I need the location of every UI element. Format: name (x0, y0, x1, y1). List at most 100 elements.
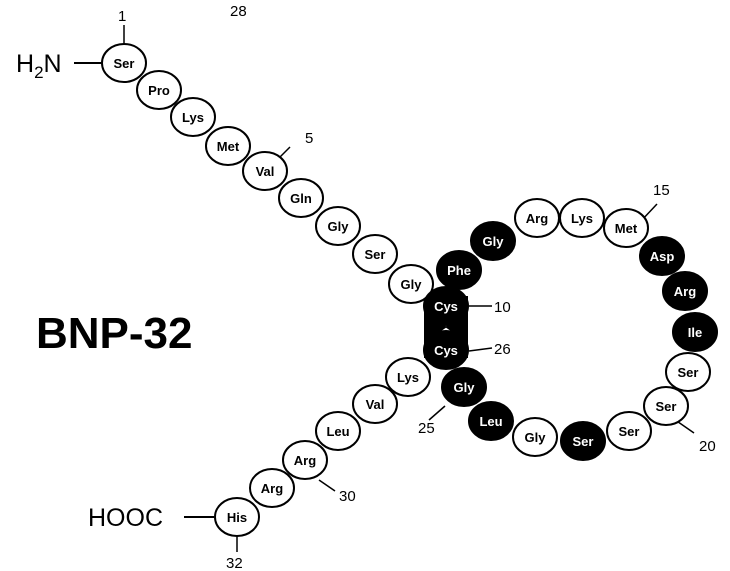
residue-2-pro: Pro (136, 70, 182, 110)
residue-19-ser: Ser (665, 352, 711, 392)
residue-10-cys: Cys (423, 286, 469, 326)
residue-circle (560, 421, 606, 461)
residue-circle (278, 178, 324, 218)
residue-label: Ile (688, 325, 702, 340)
diagram-title: BNP-32 (36, 309, 193, 358)
residue-label: Pro (148, 83, 170, 98)
residue-14-lys: Lys (559, 198, 605, 238)
residue-28-val: Val (352, 384, 398, 424)
residue-11-phe: Phe (436, 250, 482, 290)
residue-16-asp: Asp (639, 236, 685, 276)
residue-label: Met (615, 221, 638, 236)
position-label-26: 26 (494, 341, 511, 358)
residue-circle (352, 384, 398, 424)
residue-5-val: Val (242, 151, 288, 191)
residue-label: Val (366, 397, 385, 412)
residue-circle (436, 250, 482, 290)
residue-3-lys: Lys (170, 97, 216, 137)
residue-29-leu: Leu (315, 411, 361, 451)
residue-9-gly: Gly (388, 264, 434, 304)
residue-circle (603, 208, 649, 248)
residue-label: Ser (114, 56, 135, 71)
residue-circle (385, 357, 431, 397)
residue-circle (388, 264, 434, 304)
residue-circle (662, 271, 708, 311)
residue-label: Gly (454, 380, 476, 395)
position-label-30: 30 (339, 488, 356, 505)
residue-circle (468, 401, 514, 441)
residue-label: Cys (434, 343, 458, 358)
residue-32-his: His (214, 497, 260, 537)
residue-label: Ser (619, 424, 640, 439)
residue-circle (315, 411, 361, 451)
residue-label: Ser (656, 399, 677, 414)
residue-22-ser: Ser (560, 421, 606, 461)
residue-circle (672, 312, 718, 352)
residue-18-ile: Ile (672, 312, 718, 352)
residue-1-ser: Ser (101, 43, 147, 83)
residue-label: Cys (434, 299, 458, 314)
residue-circle (282, 440, 328, 480)
residue-circle (470, 221, 516, 261)
residue-12-gly: Gly (470, 221, 516, 261)
residue-label: Ser (573, 434, 594, 449)
residue-label: Gly (401, 277, 423, 292)
residue-label: Lys (571, 211, 593, 226)
position-number-labels: 1 5 10 15 20 25 26 30 32 (118, 8, 716, 571)
stray-number-label: 28 (230, 3, 247, 20)
residue-13-arg: Arg (514, 198, 560, 238)
residue-label: Leu (326, 424, 349, 439)
residue-circle (423, 330, 469, 370)
residue-4-met: Met (205, 126, 251, 166)
n-terminus-label: H2N (16, 50, 62, 82)
residue-7-gly: Gly (315, 206, 361, 246)
residue-circle (352, 234, 398, 274)
residue-circle (423, 286, 469, 326)
residue-label: Ser (678, 365, 699, 380)
residue-label: Phe (447, 263, 471, 278)
residue-label: Gln (290, 191, 312, 206)
residue-circle (242, 151, 288, 191)
residue-circle (665, 352, 711, 392)
position-label-32: 32 (226, 555, 243, 571)
residue-circle (205, 126, 251, 166)
residue-label: Leu (479, 414, 502, 429)
residue-30-arg: Arg (282, 440, 328, 480)
residue-circle (606, 411, 652, 451)
residue-label: Asp (650, 249, 675, 264)
residue-circle (249, 468, 295, 508)
residue-24-leu: Leu (468, 401, 514, 441)
residue-label: Arg (674, 284, 696, 299)
residue-circle (639, 236, 685, 276)
residue-17-arg: Arg (662, 271, 708, 311)
residue-20-ser: Ser (643, 386, 689, 426)
position-label-20: 20 (699, 438, 716, 455)
position-label-10: 10 (494, 299, 511, 316)
residue-circle (315, 206, 361, 246)
residue-21-ser: Ser (606, 411, 652, 451)
residue-label: Gly (525, 430, 547, 445)
residue-label: Val (256, 164, 275, 179)
position-label-15: 15 (653, 182, 670, 199)
residue-15-met: Met (603, 208, 649, 248)
residue-25-gly: Gly (441, 367, 487, 407)
residue-circle (101, 43, 147, 83)
position-label-25: 25 (418, 420, 435, 437)
residue-circle (441, 367, 487, 407)
residue-circle (136, 70, 182, 110)
residue-circle (559, 198, 605, 238)
residue-circle (170, 97, 216, 137)
residue-6-gln: Gln (278, 178, 324, 218)
residue-label: Arg (261, 481, 283, 496)
residue-label: His (227, 510, 247, 525)
residue-label: Gly (328, 219, 350, 234)
residue-label: Lys (397, 370, 419, 385)
residue-23-gly: Gly (512, 417, 558, 457)
residue-label: Arg (294, 453, 316, 468)
residue-26-cys: Cys (423, 330, 469, 370)
residue-8-ser: Ser (352, 234, 398, 274)
residue-label: Lys (182, 110, 204, 125)
residue-label: Met (217, 139, 240, 154)
